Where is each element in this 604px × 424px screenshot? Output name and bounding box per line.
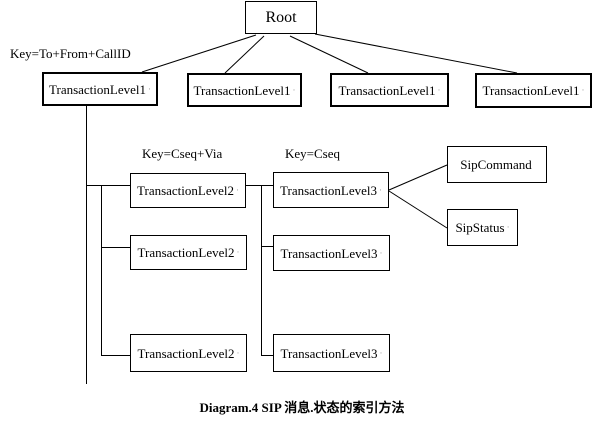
diagram-caption: Diagram.4 SIP 消息.状态的索引方法	[199, 400, 405, 415]
root-node-label: Root	[265, 8, 297, 26]
transaction-level2-node: TransactionLevel2 ·	[130, 173, 246, 208]
transaction-level3-node: TransactionLevel3 ·	[273, 334, 390, 372]
transaction-level2-node: TransactionLevel2 ·	[130, 334, 247, 372]
node-label: TransactionLevel2	[137, 345, 235, 361]
trailing-format-mark: ·	[506, 222, 510, 232]
node-label: TransactionLevel2	[137, 245, 235, 260]
trailing-format-mark: ·	[236, 247, 240, 257]
node-label: TransactionLevel1	[482, 83, 580, 98]
transaction-level1-node: TransactionLevel1 ·	[330, 73, 449, 107]
trailing-format-mark: ·	[148, 83, 151, 94]
node-label: TransactionLevel3	[280, 245, 378, 261]
key-label-level1: Key=To+From+CallID	[10, 46, 131, 61]
key-label-level2: Key=Cseq+Via	[142, 146, 223, 161]
trailing-format-mark: ·	[379, 347, 383, 358]
transaction-level1-node: TransactionLevel1 ·	[475, 73, 592, 108]
transaction-level3-node: TransactionLevel3 ·	[273, 235, 390, 271]
trailing-format-mark: ·	[581, 85, 585, 95]
sipcommand-node: SipCommand	[447, 146, 547, 183]
root-node: Root	[245, 1, 317, 34]
node-label: TransactionLevel1	[193, 82, 291, 98]
transaction-level1-node: TransactionLevel1 ·	[187, 73, 302, 107]
node-label: SipCommand	[460, 157, 532, 172]
trailing-format-mark: ·	[236, 185, 239, 195]
node-label: SipStatus	[455, 220, 505, 235]
transaction-level2-node: TransactionLevel2 ·	[130, 235, 247, 270]
node-label: TransactionLevel3	[280, 345, 378, 361]
trailing-format-mark: ·	[379, 184, 382, 195]
key-label-level3: Key=Cseq	[285, 146, 340, 161]
trailing-format-mark: ·	[292, 84, 296, 95]
trailing-format-mark: ·	[379, 247, 383, 258]
transaction-level3-node: TransactionLevel3 ·	[273, 172, 389, 208]
trailing-format-mark: ·	[236, 347, 240, 358]
sipstatus-node: SipStatus ·	[447, 209, 518, 246]
transaction-level1-node: TransactionLevel1 ·	[42, 72, 158, 106]
node-label: TransactionLevel1	[338, 82, 436, 98]
trailing-format-mark: ·	[437, 84, 441, 95]
node-label: TransactionLevel3	[280, 182, 377, 198]
node-label: TransactionLevel1	[49, 81, 146, 97]
node-label: TransactionLevel2	[137, 183, 234, 198]
